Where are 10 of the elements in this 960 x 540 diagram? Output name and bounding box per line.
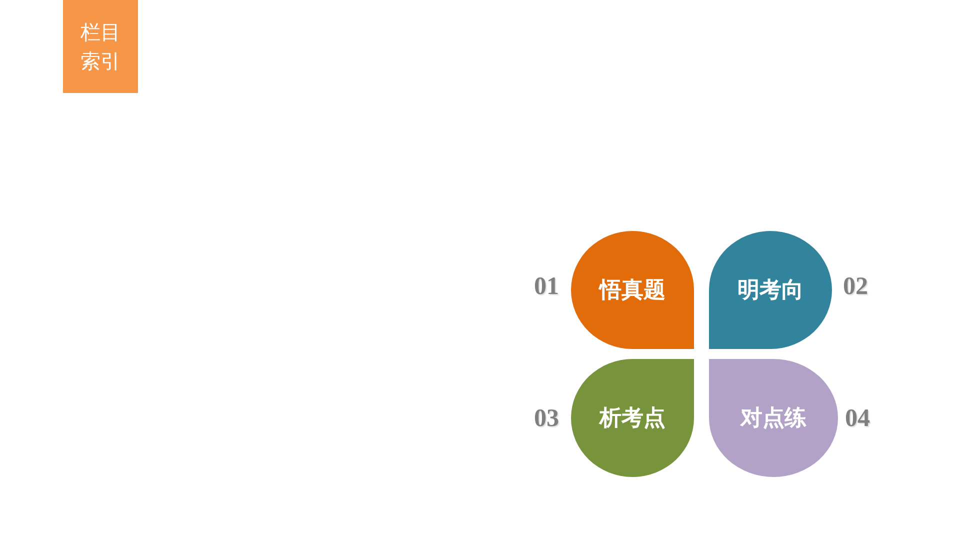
section-number: 02 bbox=[843, 273, 868, 301]
tab-label: 栏目索引 bbox=[80, 18, 122, 74]
petal-label: 对点练 bbox=[740, 405, 806, 433]
section-number: 03 bbox=[534, 405, 559, 433]
section-number: 01 bbox=[534, 273, 559, 301]
petal-label: 析考点 bbox=[600, 405, 666, 433]
section-number: 04 bbox=[845, 405, 870, 433]
index-tab bbox=[63, 0, 138, 93]
petal-label: 明考向 bbox=[738, 277, 804, 305]
petal-label: 悟真题 bbox=[600, 277, 666, 305]
